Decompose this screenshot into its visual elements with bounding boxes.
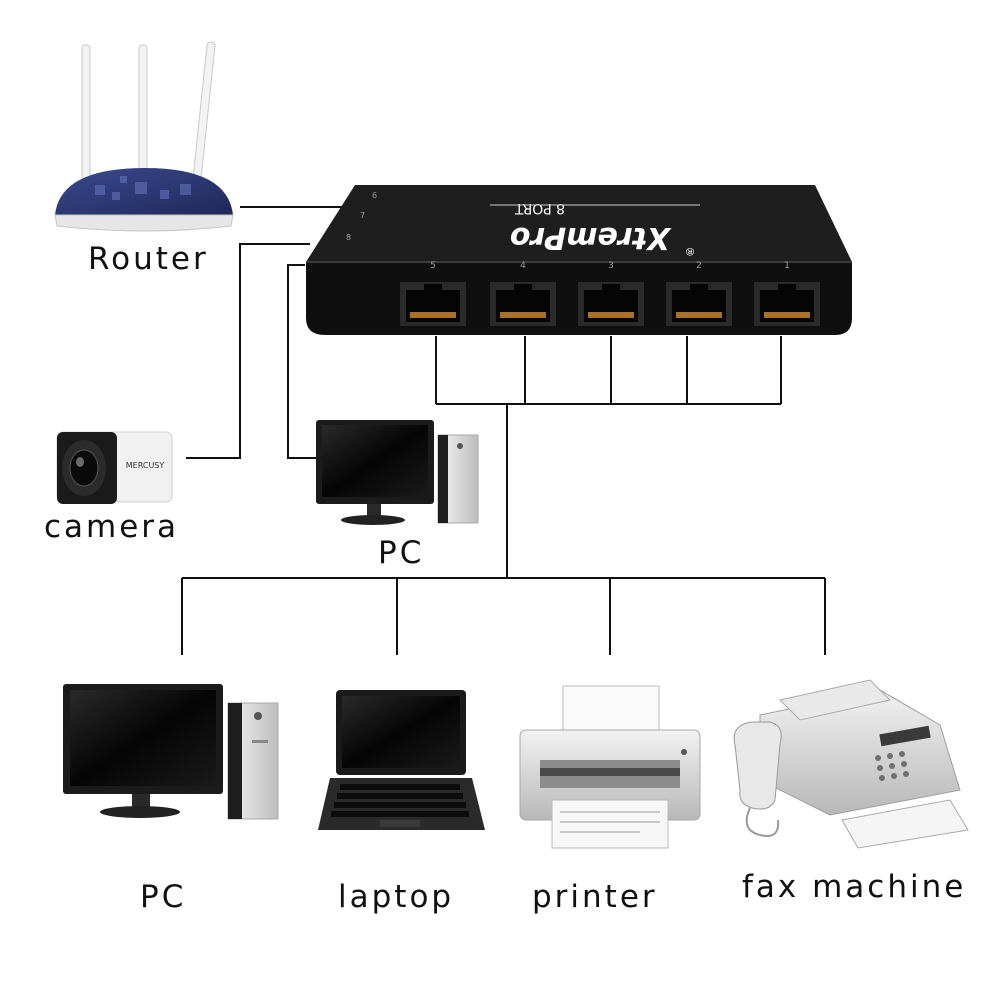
- rj45-port: [400, 282, 466, 326]
- wire-camera: [186, 243, 310, 459]
- router-antenna-right: [192, 41, 216, 183]
- rj45-port: [754, 282, 820, 326]
- switch-brand: XtremPro: [510, 220, 672, 255]
- port-number: 2: [696, 261, 702, 271]
- pc-label: PC: [140, 879, 187, 915]
- pc-device: [63, 684, 279, 820]
- router-device: [54, 41, 234, 232]
- router-base: [54, 214, 234, 232]
- switch-registered-mark: ®: [685, 245, 696, 258]
- fax-machine-device: [733, 679, 969, 849]
- port-number: 5: [430, 261, 436, 271]
- printer-device: [519, 685, 701, 849]
- laptop-label: laptop: [338, 879, 455, 915]
- rj45-port: [490, 282, 556, 326]
- laptop-device: [318, 690, 485, 830]
- pc-top-device: [316, 420, 479, 525]
- pc-top-label: PC: [378, 535, 425, 571]
- camera-label: camera: [44, 509, 180, 545]
- side-port-number: 6: [372, 191, 377, 200]
- side-port-number: 7: [360, 211, 365, 220]
- port-number: 4: [520, 261, 526, 271]
- router-antenna-middle: [138, 44, 148, 181]
- camera-device: MERCUSY: [56, 431, 173, 504]
- switch-top: [306, 185, 852, 262]
- switch-model: 8 PORT: [515, 200, 566, 216]
- port-number: 1: [784, 261, 790, 271]
- rj45-port: [578, 282, 644, 326]
- fax-machine-label: fax machine: [742, 869, 967, 905]
- router-antenna-left: [81, 44, 91, 186]
- wire-pc-top: [287, 264, 316, 459]
- side-port-number: 8: [346, 233, 351, 242]
- port-number: 3: [608, 261, 614, 271]
- router-label: Router: [88, 241, 209, 277]
- network-switch: XtremPro ® 8 PORT 6 7 8: [306, 185, 852, 335]
- camera-brand: MERCUSY: [126, 461, 165, 470]
- switch-ports: [400, 282, 820, 326]
- printer-label: printer: [532, 879, 658, 915]
- connection-wires: [181, 206, 826, 655]
- rj45-port: [666, 282, 732, 326]
